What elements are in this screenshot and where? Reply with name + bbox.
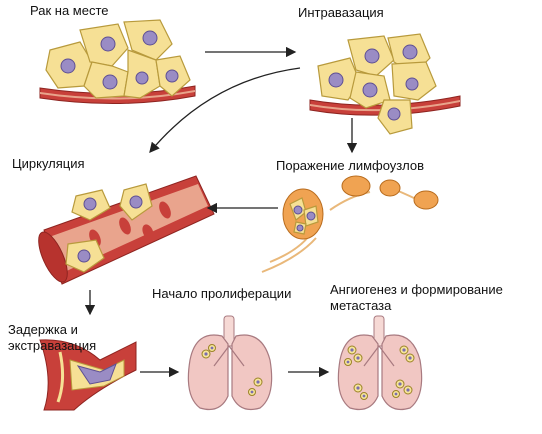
label-start-of-proliferation: Начало пролиферации <box>152 286 292 301</box>
stage7-extravasation-illustration <box>39 339 137 411</box>
stage5-metastasis-foci <box>201 344 263 396</box>
label-circulation: Циркуляция <box>12 156 85 171</box>
stage6-lungs-metastasis-illustration <box>337 315 423 411</box>
stage6-metastasis-foci <box>344 345 415 400</box>
label-arrest-and-extravasation: Задержка и экстравазация <box>8 322 97 353</box>
stage3-circulation-illustration <box>38 175 215 285</box>
label-lymph-node-involvement: Поражение лимфоузлов <box>276 158 424 173</box>
arrow-stage2-to-stage3 <box>149 67 301 153</box>
label-intravasation: Интравазация <box>298 5 384 20</box>
stage1-cancer-in-situ-illustration <box>39 19 196 105</box>
label-angiogenesis-and-metastasis: Ангиогенез и формирование метастаза <box>330 282 503 313</box>
stage5-lungs-proliferation-illustration <box>187 315 273 411</box>
label-cancer-in-situ: Рак на месте <box>30 3 109 18</box>
stage2-intravasation-illustration <box>309 33 461 135</box>
stage4-lymph-node-illustration <box>261 175 439 273</box>
